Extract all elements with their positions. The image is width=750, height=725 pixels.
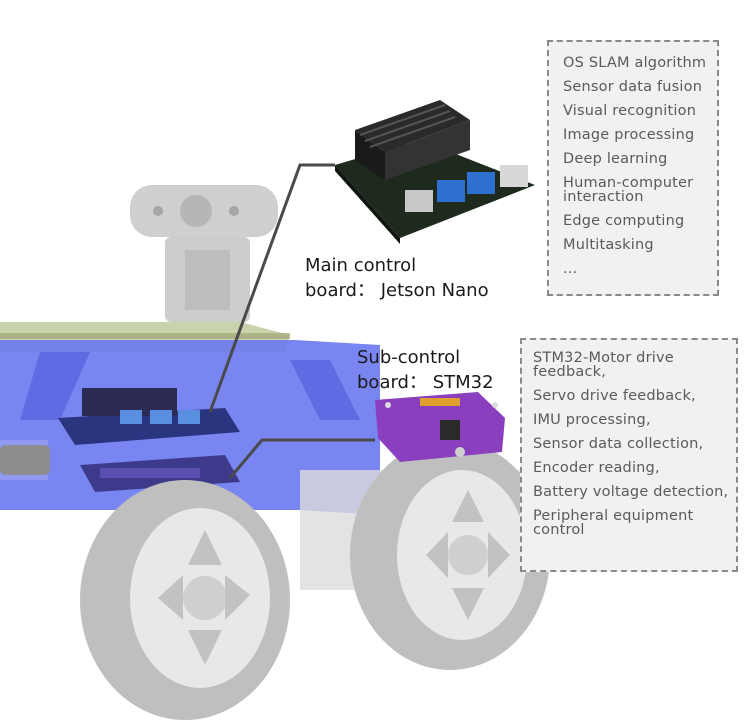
camera bbox=[130, 185, 278, 322]
list-item: Servo drive feedback, bbox=[533, 388, 696, 404]
list-item: Multitasking bbox=[563, 237, 654, 253]
list-item: Deep learning bbox=[563, 151, 668, 167]
sub-board-feature-list: STM32-Motor drive feedback, Servo drive … bbox=[533, 350, 732, 538]
jetson-nano-mounted bbox=[58, 388, 240, 445]
jetson-nano-board bbox=[335, 100, 535, 244]
front-right-wheel bbox=[350, 440, 550, 670]
list-item: Encoder reading, bbox=[533, 460, 660, 476]
sub-board-feature-box: STM32-Motor drive feedback, Servo drive … bbox=[520, 338, 738, 572]
main-board-label: Main control board： Jetson Nano bbox=[305, 253, 489, 303]
list-item: OS SLAM algorithm bbox=[563, 55, 707, 71]
list-item: Sensor data fusion bbox=[563, 79, 703, 95]
list-item: Sensor data collection, bbox=[533, 436, 704, 452]
list-item: Battery voltage detection, bbox=[533, 484, 729, 500]
list-item: Human-computer interaction bbox=[563, 175, 694, 205]
sub-board-label-line1: Sub-control bbox=[357, 347, 461, 368]
list-item: STM32-Motor drive feedback, bbox=[533, 350, 674, 380]
sub-board-connector bbox=[228, 438, 375, 479]
main-board-label-line1: Main control bbox=[305, 255, 417, 276]
list-item: Peripheral equipment control bbox=[533, 508, 694, 538]
main-board-connector bbox=[208, 163, 335, 413]
main-board-feature-list: OS SLAM algorithm Sensor data fusion Vis… bbox=[563, 55, 711, 277]
stm32-board bbox=[375, 392, 505, 462]
list-item: ... bbox=[563, 261, 578, 277]
list-item: Edge computing bbox=[563, 213, 685, 229]
list-item: IMU processing, bbox=[533, 412, 651, 428]
connector-lines bbox=[208, 163, 375, 479]
main-board-feature-box: OS SLAM algorithm Sensor data fusion Vis… bbox=[547, 40, 719, 296]
list-item: Image processing bbox=[563, 127, 695, 143]
list-item: Visual recognition bbox=[563, 103, 697, 119]
main-board-label-line2: board： Jetson Nano bbox=[305, 280, 489, 301]
front-left-wheel bbox=[80, 480, 290, 720]
sub-board-label-line2: board： STM32 bbox=[357, 372, 494, 393]
sub-board-label: Sub-control board： STM32 bbox=[357, 345, 494, 395]
